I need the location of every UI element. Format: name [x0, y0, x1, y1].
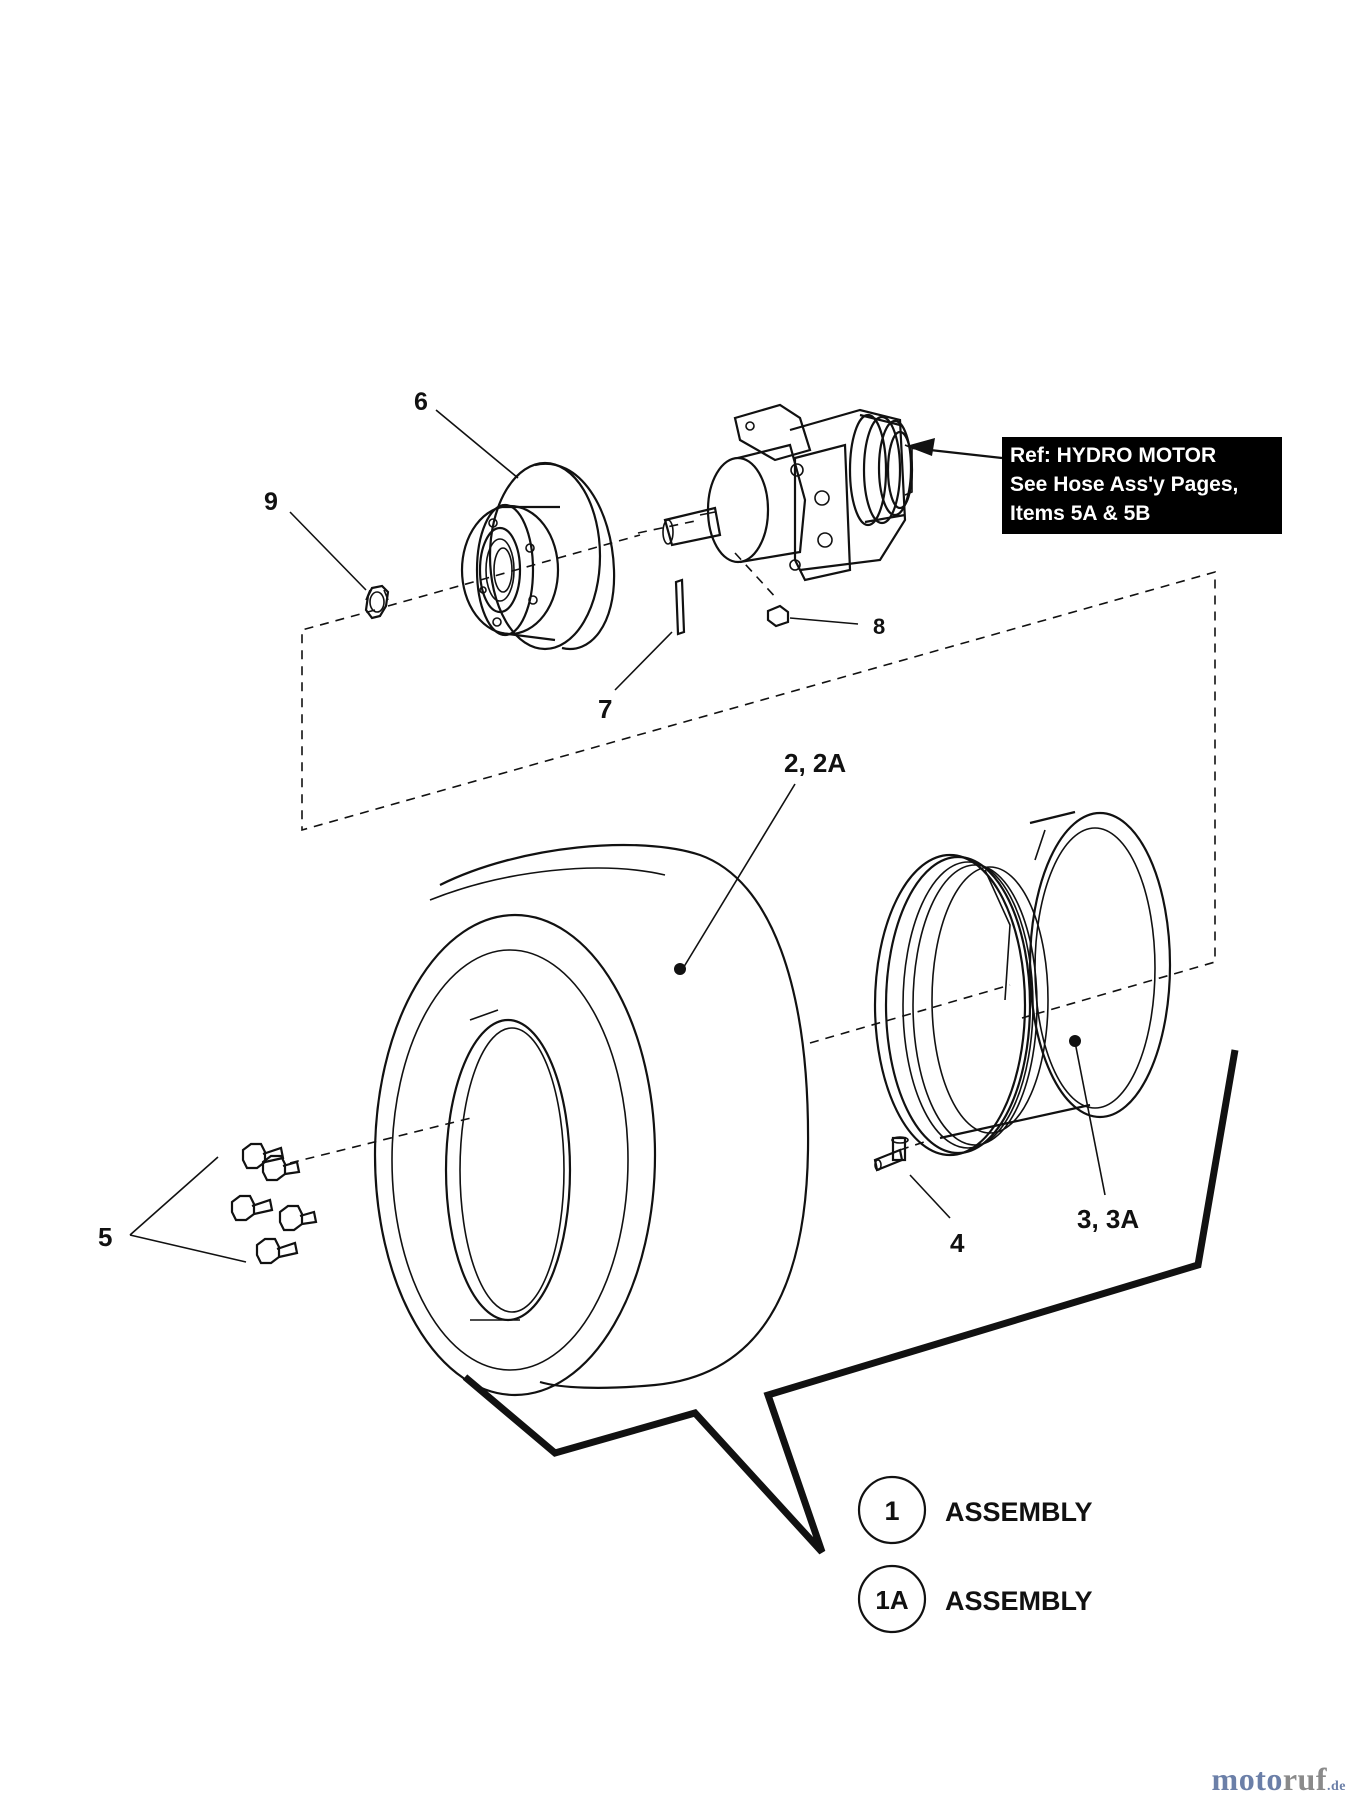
callout-9: 9: [264, 488, 278, 516]
callout-4: 4: [950, 1228, 965, 1258]
ref-arrow: [906, 438, 1003, 460]
callout-2: 2, 2A: [784, 748, 846, 778]
assembly-bracket: [462, 1049, 1239, 1555]
part-4-valve-stem: [873, 1136, 909, 1172]
callout-8: 8: [873, 614, 885, 639]
part-3-rim: [873, 810, 1172, 1157]
part-8-key: [766, 604, 790, 628]
ref-note-line-2: See Hose Ass'y Pages,: [1010, 473, 1239, 496]
callout-3: 3, 3A: [1077, 1204, 1139, 1234]
legend-item-1a: 1A ASSEMBLY: [857, 1564, 1093, 1634]
leader-lines: [129, 409, 1106, 1263]
watermark-part-1: moto: [1211, 1761, 1283, 1797]
callout-7: 7: [598, 694, 612, 724]
callout-labels: 6 9 7 8 2, 2A 5 4 3, 3A: [98, 388, 1139, 1258]
part-5-bolts: [230, 1142, 318, 1265]
part-7-pin: [674, 578, 686, 636]
part-2-tire: [373, 843, 810, 1397]
part-6-hub: [460, 461, 616, 651]
assembly-legend: 1 ASSEMBLY 1A ASSEMBLY: [857, 1475, 1093, 1634]
legend-text-1: ASSEMBLY: [945, 1497, 1093, 1527]
hydro-motor: [662, 403, 914, 582]
part-9-nut: [364, 584, 390, 620]
ref-note-line-1: Ref: HYDRO MOTOR: [1010, 444, 1217, 467]
legend-text-1a: ASSEMBLY: [945, 1586, 1093, 1616]
watermark-part-2: ruf: [1282, 1761, 1327, 1797]
callout-5: 5: [98, 1222, 112, 1252]
callout-6: 6: [414, 388, 428, 416]
legend-badge-1: 1: [884, 1496, 899, 1526]
assembly-guide-lines: [289, 519, 1216, 1164]
legend-badge-1a: 1A: [875, 1585, 908, 1615]
legend-item-1: 1 ASSEMBLY: [857, 1475, 1093, 1545]
watermark: motoruf.de: [1212, 1761, 1346, 1798]
watermark-part-3: .de: [1327, 1779, 1346, 1794]
ref-note-line-3: Items 5A & 5B: [1010, 502, 1151, 525]
hydro-motor-reference-note: Ref: HYDRO MOTOR See Hose Ass'y Pages, I…: [1002, 437, 1282, 534]
